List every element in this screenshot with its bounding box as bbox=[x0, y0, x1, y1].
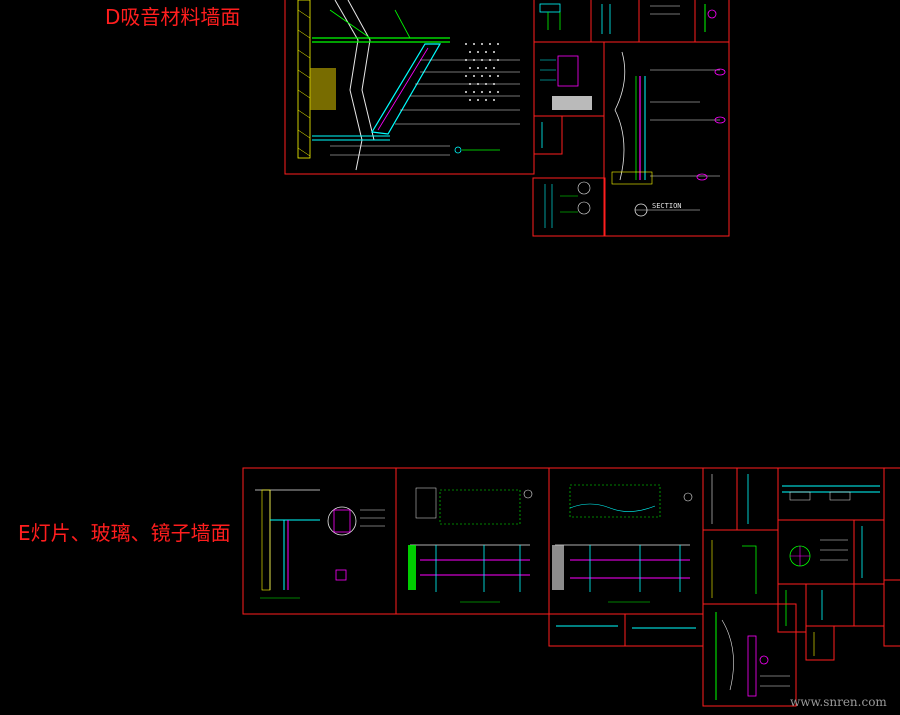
sheet-frame-d-7 bbox=[533, 115, 563, 155]
sheet-frame-e-16 bbox=[548, 613, 626, 647]
sheet-frame-e-10 bbox=[853, 519, 885, 585]
sheet-frame-d-8 bbox=[532, 177, 606, 237]
sheet-frame-e-14 bbox=[883, 579, 900, 647]
sheet-frame-e-4 bbox=[702, 467, 738, 531]
sheet-frame-e-17 bbox=[624, 613, 704, 647]
sheet-frame-section bbox=[603, 41, 730, 237]
sheet-frame-e-15 bbox=[805, 625, 835, 661]
perforation-pattern bbox=[465, 43, 499, 101]
sheet-frame-e-7 bbox=[883, 467, 900, 581]
watermark-text: www.snren.com bbox=[790, 695, 887, 709]
detail-callout-circle bbox=[327, 506, 357, 536]
section-d-detail-sheet: SECTION bbox=[284, 0, 730, 237]
section-d-label: D吸音材料墙面 bbox=[105, 5, 240, 29]
sheet-frame-e-8 bbox=[702, 529, 779, 605]
sheet-frame-d-2 bbox=[533, 0, 592, 43]
sheet-frame-e-13 bbox=[853, 583, 885, 627]
sheet-frame-e-6 bbox=[777, 467, 885, 521]
sheet-frame-d-3 bbox=[590, 0, 640, 43]
sheet-frame-d-4 bbox=[638, 0, 696, 43]
section-e-label: E灯片、玻璃、镜子墙面 bbox=[18, 521, 231, 545]
beam-line bbox=[312, 37, 450, 43]
sheet-frame-e-18 bbox=[702, 603, 797, 707]
section-e-detail-sheet bbox=[242, 467, 900, 707]
wall-hatch bbox=[297, 0, 336, 159]
sheet-frame-d-5 bbox=[694, 0, 730, 43]
sheet-frame-e-12 bbox=[805, 583, 855, 627]
leader-lines bbox=[330, 59, 520, 156]
section-callout-label: SECTION bbox=[652, 202, 682, 210]
sheet-frame-e-3 bbox=[548, 467, 704, 615]
acoustic-panel-section bbox=[371, 43, 442, 135]
sheet-frame-e-11 bbox=[777, 583, 807, 633]
structure-outline bbox=[334, 0, 363, 171]
sheet-frame-e-5 bbox=[736, 467, 779, 531]
sheet-frame-e-9 bbox=[777, 519, 855, 585]
